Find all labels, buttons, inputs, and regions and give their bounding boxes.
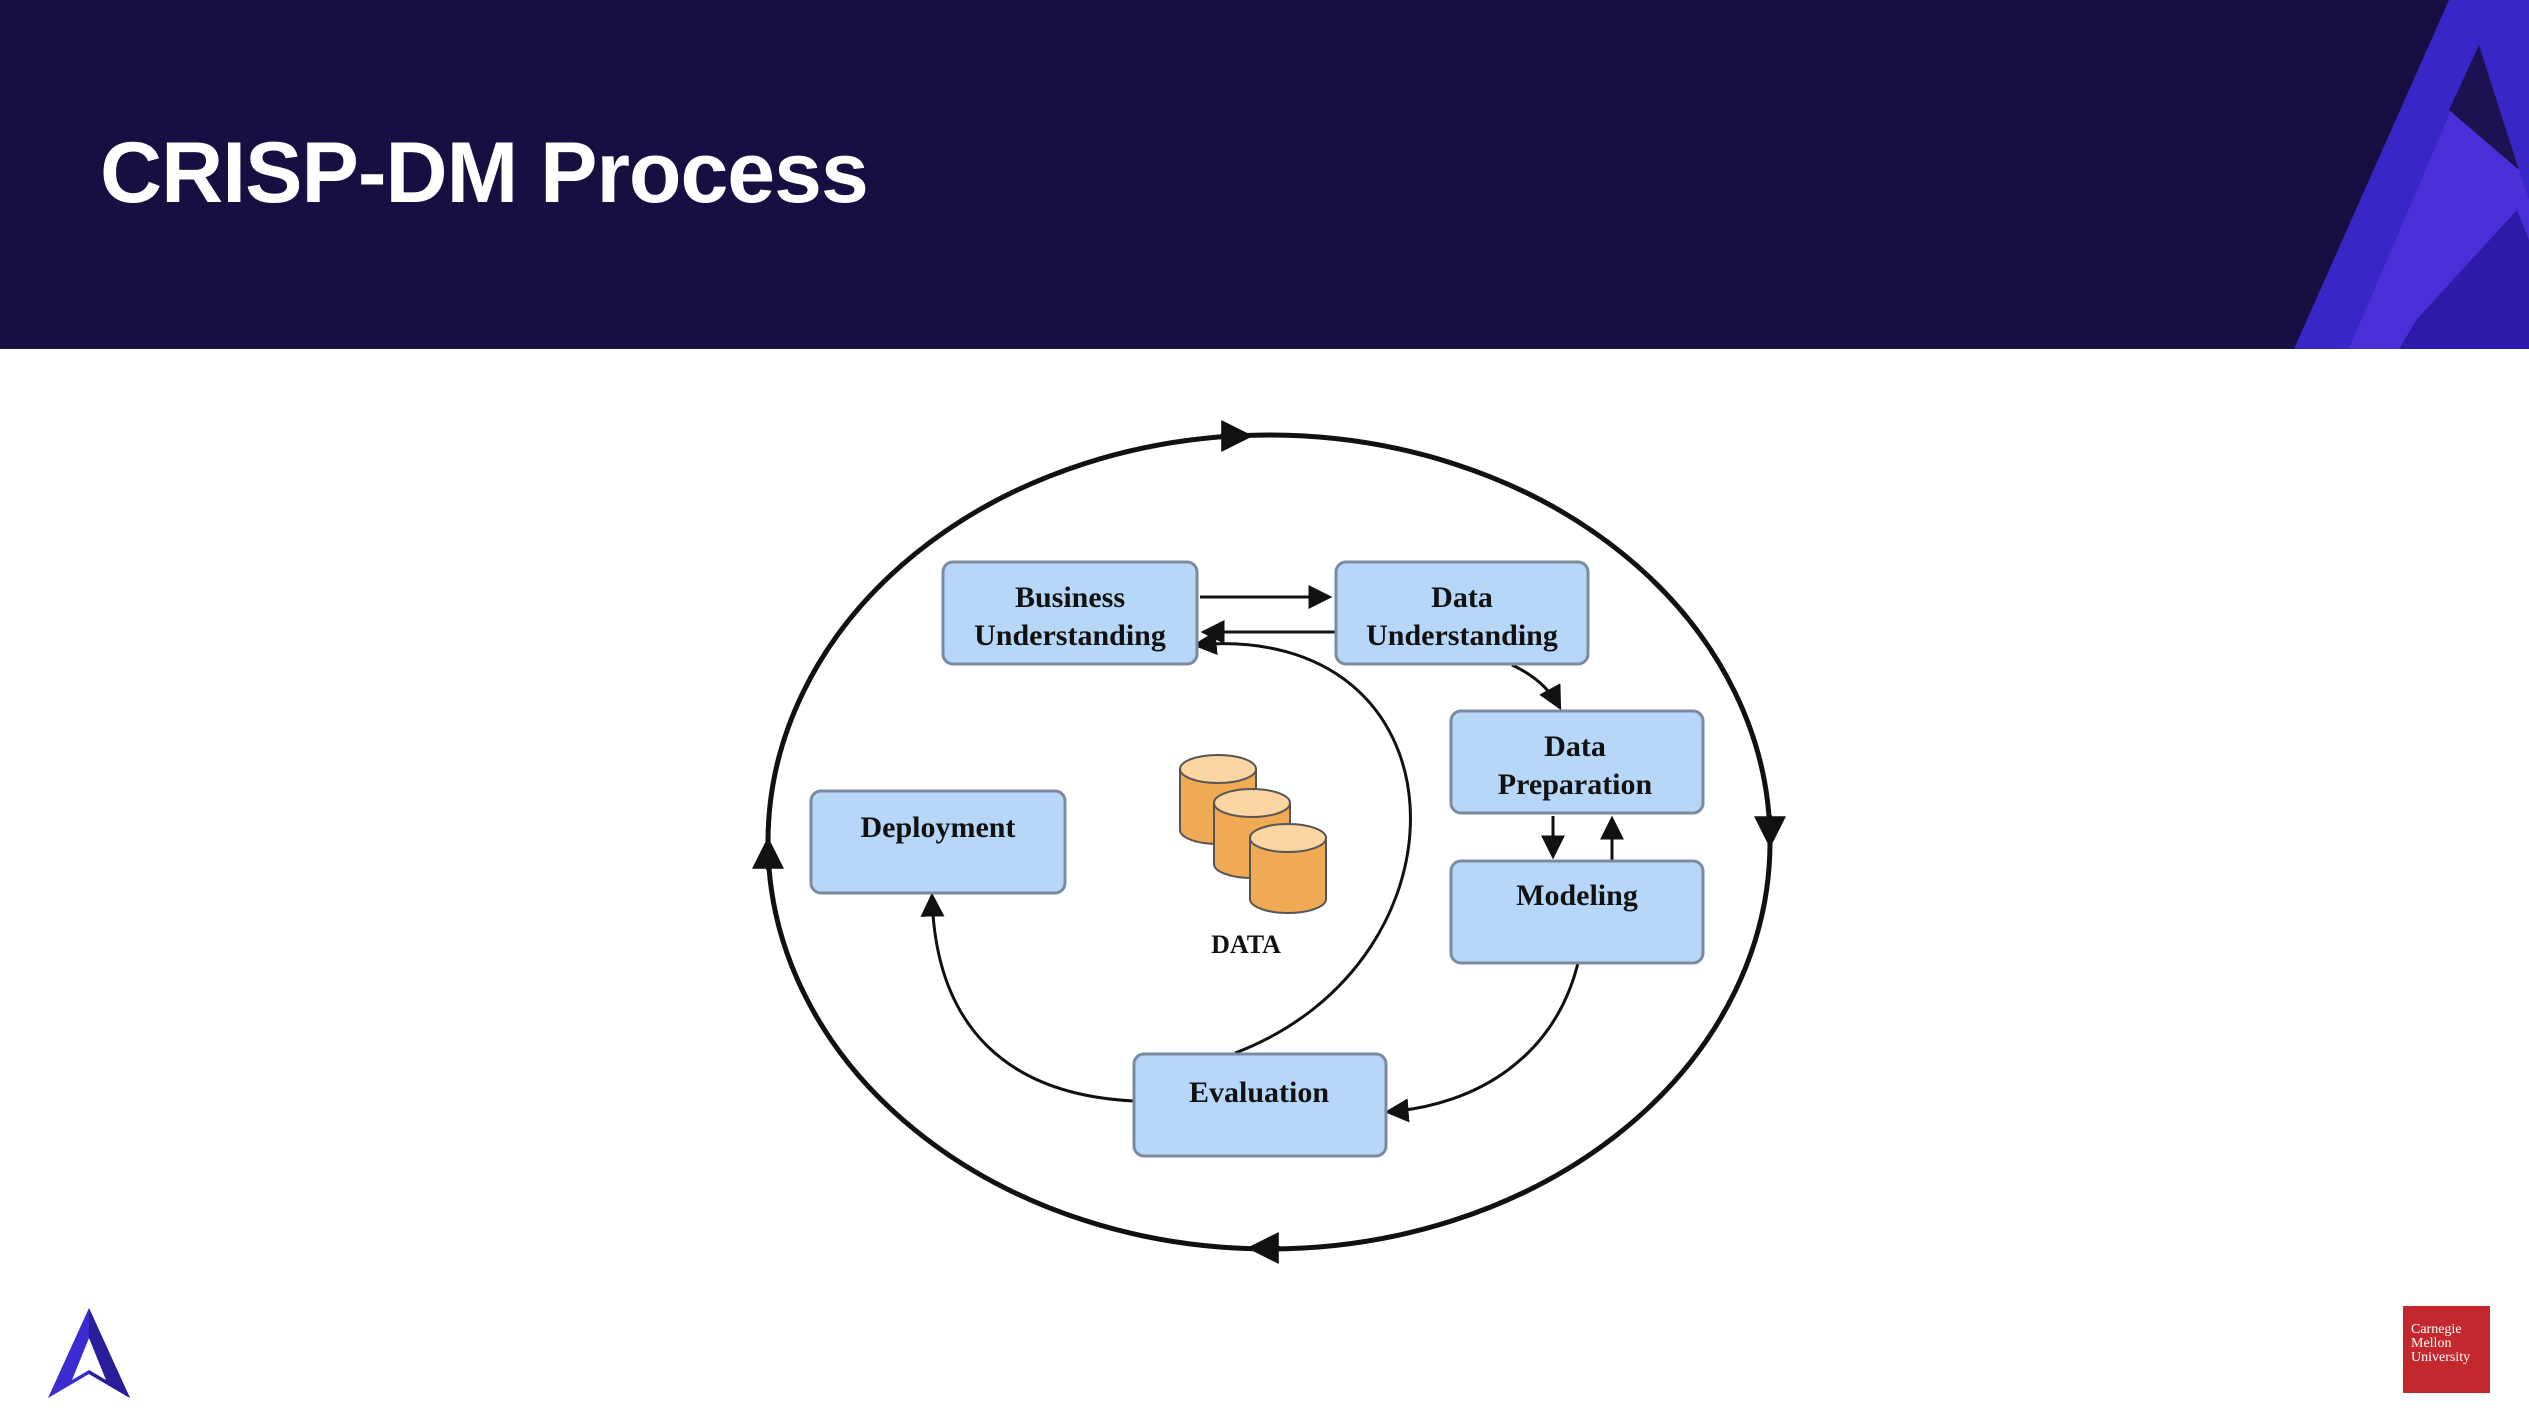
- phase-data-preparation: Data Preparation: [1449, 709, 1705, 815]
- arrow-data-understanding-to-preparation: [1511, 663, 1562, 711]
- cmu-logo-line-1: Carnegie: [2411, 1322, 2462, 1337]
- data-preparation-line-2: Preparation: [1498, 768, 1653, 801]
- modeling-label: Modeling: [1516, 879, 1638, 912]
- evaluation-label: Evaluation: [1189, 1076, 1329, 1109]
- data-label: DATA: [1211, 930, 1281, 959]
- phase-business-understanding: Business Understanding: [941, 560, 1199, 666]
- data-preparation-line-1: Data: [1544, 730, 1606, 763]
- data-understanding-line-1: Data: [1431, 581, 1493, 614]
- arrow-modeling-to-evaluation: [1384, 962, 1580, 1123]
- deployment-label: Deployment: [861, 811, 1016, 844]
- database-cylinders-icon: [1179, 754, 1327, 914]
- cmu-logo: Carnegie Mellon University: [2403, 1306, 2490, 1393]
- crisp-dm-diagram: Business Understanding Data Understandin…: [752, 420, 1786, 1264]
- arrow-evaluation-to-deployment: [920, 892, 1135, 1103]
- slide-title: CRISP-DM Process: [100, 125, 869, 221]
- cmu-logo-line-2: Mellon: [2411, 1336, 2452, 1351]
- phase-modeling: Modeling: [1449, 859, 1705, 965]
- business-understanding-line-1: Business: [1015, 581, 1125, 614]
- header-brand-graphic: [2294, 0, 2529, 349]
- arrow-a-logo-icon: [48, 1308, 130, 1398]
- cmu-logo-line-3: University: [2411, 1350, 2471, 1365]
- arrow-evaluation-to-business: [1192, 631, 1412, 1055]
- phase-evaluation: Evaluation: [1132, 1052, 1388, 1158]
- business-understanding-line-2: Understanding: [974, 619, 1166, 652]
- phase-deployment: Deployment: [809, 789, 1067, 895]
- data-understanding-line-2: Understanding: [1366, 619, 1558, 652]
- slide-header: CRISP-DM Process: [0, 0, 2529, 349]
- phase-data-understanding: Data Understanding: [1334, 560, 1590, 666]
